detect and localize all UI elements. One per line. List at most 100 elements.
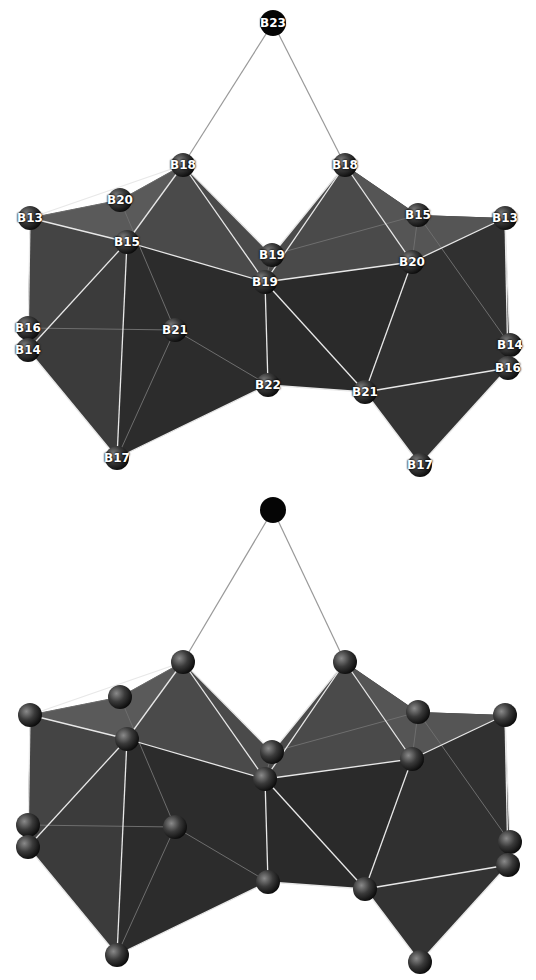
boron-atom xyxy=(400,250,424,274)
atom-label: B13 xyxy=(492,211,518,225)
front-bond xyxy=(268,385,365,392)
front-bond xyxy=(345,662,412,759)
front-bond xyxy=(412,715,505,759)
boron-atom xyxy=(171,153,195,177)
boron-atom xyxy=(108,685,132,709)
front-bond xyxy=(117,739,127,955)
atom-label: B20 xyxy=(399,255,425,269)
front-bond xyxy=(127,242,265,282)
atom-label: B14 xyxy=(15,343,41,357)
front-bond xyxy=(117,882,268,955)
back-bond xyxy=(418,712,510,842)
back-bond xyxy=(175,827,268,882)
front-bond xyxy=(412,218,505,262)
atom-label: B19 xyxy=(259,248,285,262)
boron-atom xyxy=(260,243,284,267)
boron-atom xyxy=(163,318,187,342)
boron-atom xyxy=(16,835,40,859)
front-bond xyxy=(30,165,183,218)
bridge-bond xyxy=(183,23,273,165)
front-bond xyxy=(420,865,508,962)
front-bond xyxy=(28,739,127,847)
atom-label: B16 xyxy=(495,361,521,375)
cage-face xyxy=(117,242,268,458)
front-bond xyxy=(365,889,420,962)
boron-atom xyxy=(406,203,430,227)
front-bond xyxy=(28,847,117,955)
back-bond xyxy=(418,215,510,345)
atom-label: B18 xyxy=(332,158,358,172)
boron-atom xyxy=(493,206,517,230)
boron-atom xyxy=(260,10,286,36)
back-bond xyxy=(272,712,418,752)
boron-atom xyxy=(498,830,522,854)
boron-atom xyxy=(400,747,424,771)
front-bond xyxy=(30,662,183,715)
boron-atom xyxy=(353,877,377,901)
boron-atom xyxy=(353,380,377,404)
boron-atom xyxy=(496,853,520,877)
boron-atom xyxy=(115,727,139,751)
back-bond xyxy=(175,330,268,385)
back-bond xyxy=(28,825,175,827)
front-bond xyxy=(127,739,265,779)
atom-label: B16 xyxy=(15,321,41,335)
front-bond xyxy=(30,218,127,242)
front-bond xyxy=(265,282,268,385)
front-bond xyxy=(420,368,508,465)
boron-atom xyxy=(163,815,187,839)
front-bond xyxy=(127,165,183,242)
cage-face xyxy=(265,662,412,779)
boron-atom xyxy=(108,188,132,212)
front-bond xyxy=(30,715,127,739)
front-bond xyxy=(365,865,508,889)
atom-label: B23 xyxy=(260,16,286,30)
front-bond xyxy=(28,242,127,350)
boron-atom xyxy=(408,950,432,974)
atom-label: B17 xyxy=(407,458,433,472)
front-bond xyxy=(268,882,365,889)
boron-atom xyxy=(105,446,129,470)
boron-atom xyxy=(256,373,280,397)
front-bond xyxy=(117,385,268,458)
boron-atom xyxy=(18,703,42,727)
front-bond xyxy=(183,165,265,282)
cage-face xyxy=(265,165,412,282)
front-bond xyxy=(365,262,412,392)
front-bond xyxy=(365,759,412,889)
boron-atom xyxy=(105,943,129,967)
atom-label: B14 xyxy=(497,338,523,352)
atom-label: B20 xyxy=(107,193,133,207)
atom-label: B21 xyxy=(352,385,378,399)
atom-label: B19 xyxy=(252,275,278,289)
boron-atom xyxy=(333,650,357,674)
boron-atom xyxy=(16,316,40,340)
back-bond xyxy=(117,827,175,955)
front-bond xyxy=(265,759,412,779)
front-bond xyxy=(127,662,183,739)
cage-face xyxy=(28,715,127,847)
front-bond xyxy=(183,662,265,779)
boron-atom xyxy=(496,356,520,380)
boron-atom xyxy=(260,740,284,764)
back-bond xyxy=(28,328,175,330)
boron-atom xyxy=(498,333,522,357)
front-bond xyxy=(365,368,508,392)
front-bond xyxy=(183,165,272,255)
boron-atom xyxy=(171,650,195,674)
cage-face xyxy=(28,165,272,458)
front-bond xyxy=(345,165,412,262)
boron-atom xyxy=(406,700,430,724)
cage-face xyxy=(365,218,510,392)
front-bond xyxy=(28,350,117,458)
back-bond xyxy=(120,200,175,330)
atom-label: B17 xyxy=(104,451,130,465)
atom-label: B13 xyxy=(17,211,43,225)
boron-atom xyxy=(493,703,517,727)
cage-face xyxy=(117,739,268,955)
boron-atom xyxy=(260,497,286,523)
back-bond xyxy=(272,215,418,255)
atom-label: B18 xyxy=(170,158,196,172)
front-bond xyxy=(265,779,365,889)
cage-face xyxy=(28,662,272,955)
